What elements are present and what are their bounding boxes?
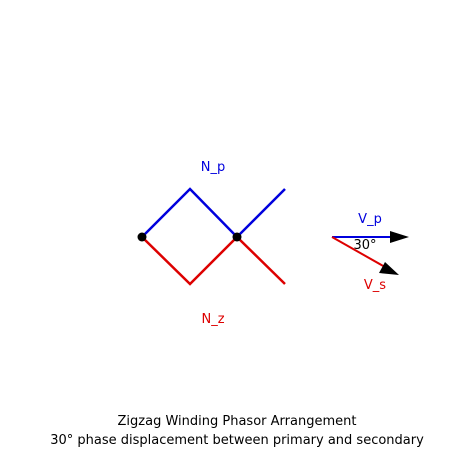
center-node <box>232 232 242 242</box>
caption-subtitle: 30° phase displacement between primary a… <box>50 433 424 448</box>
zigzag-winding-path <box>141 235 286 286</box>
primary-voltage-arrowhead <box>390 231 409 243</box>
primary-voltage-label: V_p <box>358 212 382 227</box>
left-node <box>137 232 147 242</box>
primary-winding-path <box>141 187 286 239</box>
primary-winding-label: N_p <box>201 160 225 175</box>
secondary-voltage-phasor <box>331 236 386 268</box>
zigzag-winding-label: N_z <box>201 312 224 327</box>
phase-angle-label: 30° <box>353 238 376 253</box>
secondary-voltage-arrowhead <box>379 262 399 275</box>
secondary-voltage-label: V_s <box>364 278 386 293</box>
caption-title: Zigzag Winding Phasor Arrangement <box>117 414 357 429</box>
